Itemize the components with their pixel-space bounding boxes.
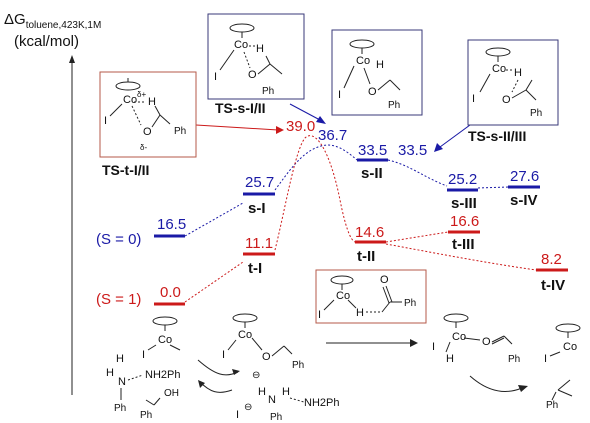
svg-text:Co: Co [336, 290, 350, 302]
t-II-structure: Co I H O Ph [315, 269, 427, 324]
svg-text:I: I [214, 71, 217, 83]
value-s-I: 25.7 [245, 174, 274, 191]
ts-s-II-III-structure: Co I H O Ph [467, 39, 559, 126]
label-s-III: s-III [451, 195, 477, 212]
value-s-II: 33.5 [358, 142, 387, 159]
svg-text:H: H [446, 353, 454, 365]
svg-text:I: I [544, 353, 547, 365]
svg-text:Ph: Ph [508, 354, 520, 365]
svg-text:O: O [143, 126, 152, 138]
svg-text:Co: Co [492, 63, 506, 75]
svg-text:N: N [268, 394, 276, 406]
triplet-levels: 0.0 11.1 t-I 14.6 t-II 16.6 t-III 8.2 t-… [154, 213, 568, 306]
svg-text:Co: Co [356, 55, 370, 67]
svg-text:Co: Co [238, 329, 252, 341]
svg-text:I: I [472, 93, 475, 105]
svg-text:O: O [248, 69, 257, 81]
svg-text:Ph: Ph [404, 298, 416, 309]
svg-text:Ph: Ph [140, 410, 152, 421]
label-t-II: t-II [357, 248, 375, 265]
svg-text:O: O [262, 351, 271, 363]
spin-label-triplet: (S = 1) [96, 291, 141, 308]
singlet-levels: 16.5 25.7 s-I 33.5 s-II 25.2 s-III 27.6 … [154, 142, 540, 238]
svg-text:H: H [514, 67, 522, 79]
svg-text:H: H [356, 307, 364, 319]
label-s-IV: s-IV [510, 192, 538, 209]
svg-text:I: I [104, 115, 107, 127]
svg-text:O: O [502, 94, 511, 106]
svg-text:Co: Co [234, 39, 248, 51]
svg-text:H: H [258, 386, 266, 398]
value-t-II: 14.6 [355, 224, 384, 241]
svg-text:I: I [236, 409, 239, 421]
svg-text:OH: OH [164, 388, 179, 399]
ts-pointer-arrows [195, 103, 471, 152]
svg-text:Ph: Ph [546, 400, 558, 411]
spin-label-singlet: (S = 0) [96, 231, 141, 248]
svg-text:Ph: Ph [270, 412, 282, 423]
label-ts-s-I-II: TS-s-I/II [215, 100, 266, 116]
value-ts-t-I-II: 39.0 [286, 118, 315, 135]
svg-text:O: O [482, 336, 491, 348]
mechanism-sketch: Co I H N H NH2Ph Ph OH Ph Co I O Ph ⊖ H … [106, 313, 581, 423]
label-s-II: s-II [361, 165, 383, 182]
label-ts-s-II-III: TS-s-II/III [468, 128, 526, 144]
svg-text:Ph: Ph [530, 108, 542, 119]
svg-text:H: H [148, 96, 156, 108]
value-t-III: 16.6 [450, 213, 479, 230]
y-axis [69, 55, 75, 395]
svg-text:I: I [142, 349, 145, 361]
value-s-III: 25.2 [448, 171, 477, 188]
svg-text:H: H [116, 353, 124, 365]
svg-text:N: N [118, 376, 126, 388]
svg-text:NH2Ph: NH2Ph [304, 397, 339, 409]
svg-text:H: H [376, 59, 384, 71]
svg-text:δ-: δ- [140, 143, 147, 152]
svg-text:Co: Co [158, 334, 172, 346]
svg-text:H: H [282, 386, 290, 398]
axis-label: ΔGtoluene,423K,1M [4, 11, 101, 31]
singlet-connectors [184, 144, 509, 237]
svg-text:I: I [318, 309, 321, 321]
label-s-I: s-I [248, 200, 266, 217]
svg-text:O: O [368, 86, 377, 98]
label-t-I: t-I [248, 260, 262, 277]
svg-text:Ph: Ph [114, 403, 126, 414]
svg-text:Ph: Ph [292, 360, 304, 371]
svg-text:Ph: Ph [174, 126, 186, 137]
value-t-IV: 8.2 [541, 251, 562, 268]
svg-text:O: O [380, 274, 389, 286]
svg-text:δ+: δ+ [137, 90, 146, 99]
svg-text:NH2Ph: NH2Ph [145, 369, 180, 381]
svg-text:H: H [106, 367, 114, 379]
svg-text:Ph: Ph [388, 100, 400, 111]
svg-text:Ph: Ph [262, 86, 274, 97]
svg-text:I: I [338, 89, 341, 101]
ts-s-I-II-structure: Co I H O Ph [207, 13, 305, 100]
value-s0: 16.5 [157, 216, 186, 233]
label-t-IV: t-IV [541, 277, 565, 294]
svg-text:I: I [222, 349, 225, 361]
svg-text:Co: Co [563, 341, 577, 353]
value-t-I: 11.1 [245, 235, 273, 252]
svg-text:⊖: ⊖ [244, 402, 252, 413]
label-t-III: t-III [452, 236, 475, 253]
label-ts-t-I-II: TS-t-I/II [102, 162, 149, 178]
value-s-IV: 27.6 [510, 168, 539, 185]
value-ts-s-I-II: 36.7 [318, 127, 347, 144]
value-ts-s-II-III: 33.5 [398, 142, 427, 159]
axis-units: (kcal/mol) [14, 33, 79, 50]
s-II-structure: Co I H O Ph [331, 29, 423, 116]
triplet-connectors [184, 135, 537, 303]
value-t0: 0.0 [160, 284, 181, 301]
ts-t-I-II-structure: Co δ+ I H O Ph δ- [99, 71, 197, 158]
svg-text:⊖: ⊖ [252, 370, 260, 381]
svg-text:H: H [256, 43, 264, 55]
svg-text:Co: Co [452, 331, 466, 343]
svg-text:I: I [432, 341, 435, 353]
svg-text:Co: Co [123, 94, 137, 106]
